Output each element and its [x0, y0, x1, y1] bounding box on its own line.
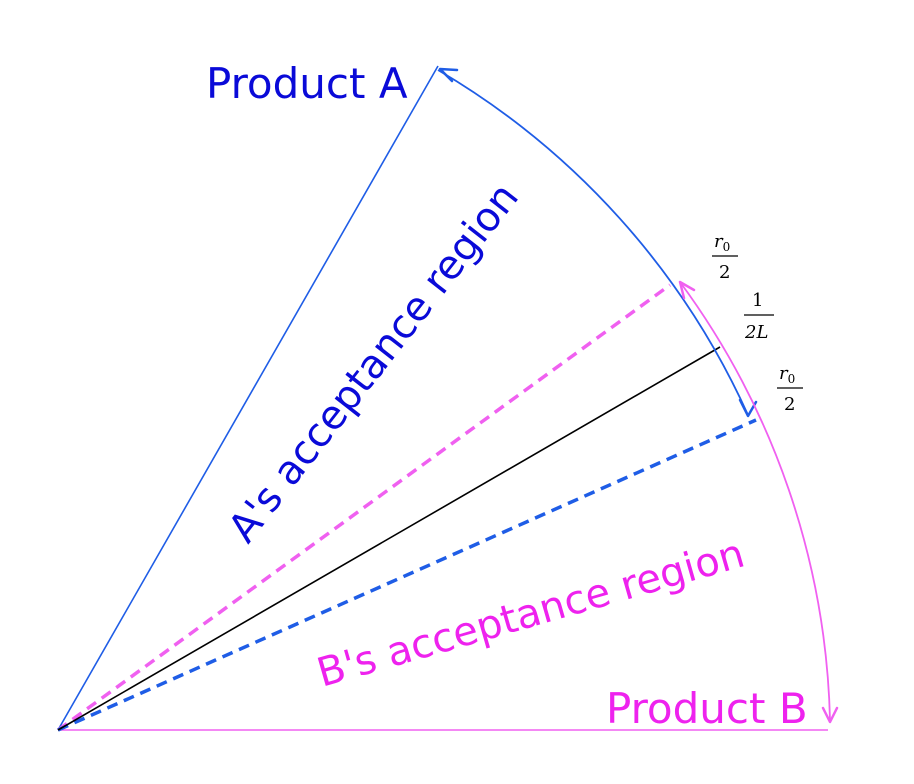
- b-region-boundary-dashed: [57, 418, 757, 732]
- fraction-middle-denominator: 2L: [744, 322, 768, 343]
- a-region-arc: [437, 69, 749, 416]
- fraction-middle: 1 2L: [744, 290, 774, 343]
- fraction-lower-numerator: r0: [779, 363, 795, 386]
- fraction-middle-numerator: 1: [752, 290, 763, 311]
- fraction-lower: r0 2: [777, 363, 803, 415]
- a-region-boundary-dashed: [56, 283, 672, 732]
- b-region-label: B's acceptance region: [312, 531, 749, 697]
- fraction-lower-denominator: 2: [784, 394, 795, 415]
- bisector-line: [57, 346, 721, 731]
- product-b-label: Product B: [606, 684, 808, 733]
- b-arc-arrowhead-bottom: [821, 706, 839, 724]
- fraction-upper-denominator: 2: [719, 262, 730, 283]
- fraction-upper: r0 2: [712, 231, 738, 283]
- fraction-upper-numerator: r0: [714, 231, 730, 254]
- b-region-arc: [679, 281, 831, 721]
- a-arc-arrowhead-top: [438, 67, 459, 83]
- a-region-label: A's acceptance region: [220, 175, 528, 551]
- product-a-ray: [57, 65, 439, 731]
- b-arc-arrowhead-top: [678, 280, 696, 300]
- a-arc-arrowhead-bottom: [738, 398, 758, 418]
- product-a-label: Product A: [206, 59, 408, 108]
